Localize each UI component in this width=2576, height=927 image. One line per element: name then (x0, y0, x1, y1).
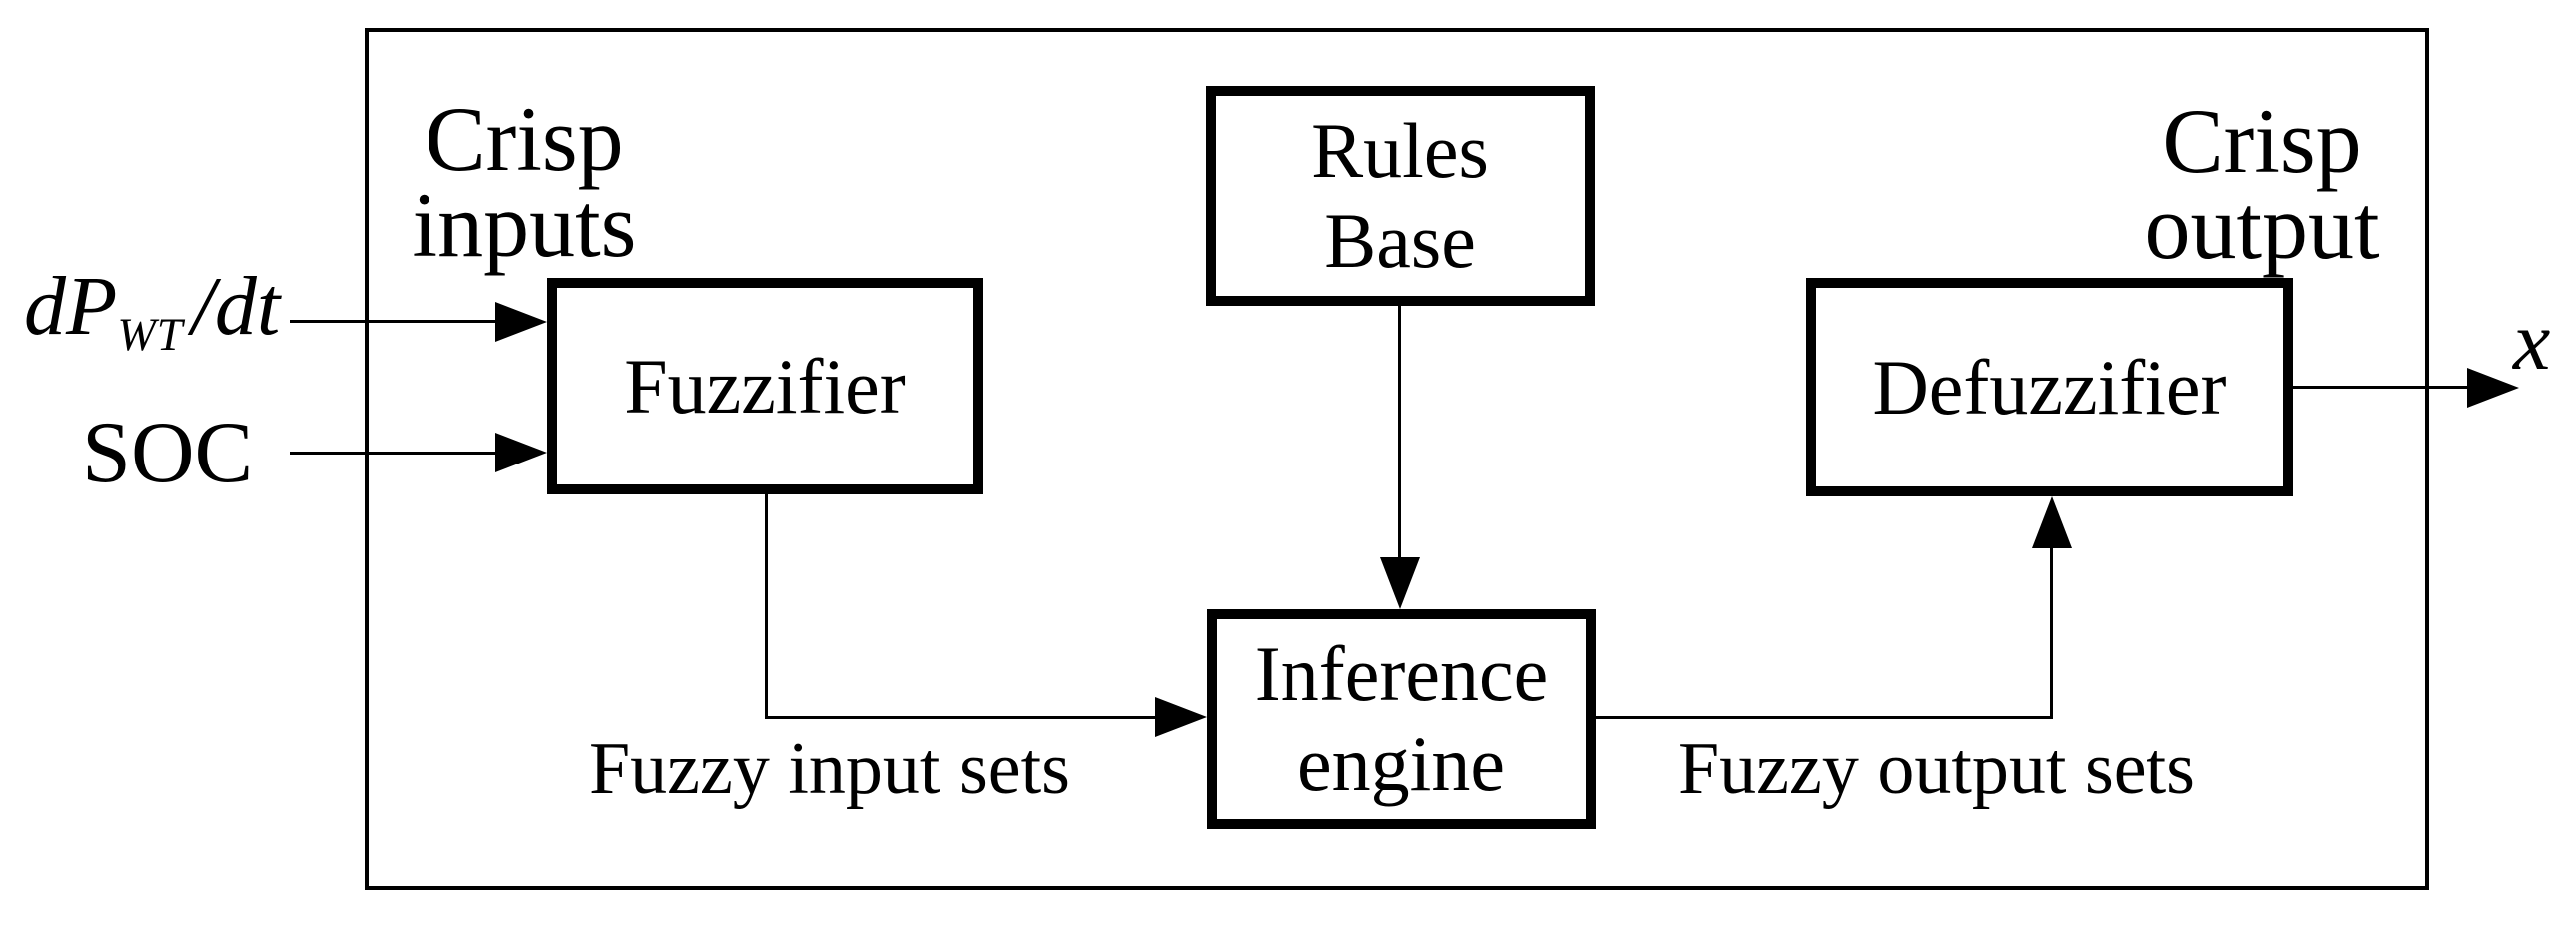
defuzzifier-output-line (2293, 386, 2469, 389)
fuzzy-output-sets-label: Fuzzy output sets (1678, 728, 2195, 810)
inference-engine-box: Inference engine (1207, 609, 1596, 829)
dpwt-arrowhead (495, 302, 547, 342)
rulesbase-to-inference-arrowhead (1380, 557, 1420, 609)
fuzzy-input-sets-label: Fuzzy input sets (589, 728, 1070, 810)
rules-base-line2: Base (1324, 197, 1476, 284)
fuzzifier-to-inference-arrowhead (1155, 697, 1207, 737)
fuzzifier-to-inference-hline (765, 716, 1157, 719)
fuzzifier-to-inference-vline (765, 494, 768, 719)
input-soc-label: SOC (82, 405, 254, 501)
crisp-inputs-line2: inputs (412, 174, 637, 276)
dpwt-main: dP (24, 260, 118, 353)
defuzzifier-label: Defuzzifier (1872, 343, 2227, 431)
rules-base-line1: Rules (1311, 107, 1489, 194)
dpwt-arrow-line (290, 320, 497, 323)
inference-engine-line2: engine (1297, 720, 1505, 807)
crisp-inputs-label: Crisp inputs (360, 88, 689, 276)
crisp-output-line2: output (2145, 176, 2380, 278)
inference-to-defuzzifier-vline (2050, 546, 2053, 719)
inference-to-defuzzifier-arrowhead (2032, 496, 2072, 548)
input-dpwt-dt-label: dPWT/dt (24, 258, 280, 361)
rules-base-box: Rules Base (1206, 86, 1595, 306)
output-x-label: x (2513, 295, 2551, 388)
controller-outer-border (365, 28, 2429, 890)
dpwt-subscript: WT (117, 309, 184, 361)
crisp-output-line1: Crisp (2162, 90, 2362, 192)
dpwt-rest: /dt (191, 260, 281, 353)
rulesbase-to-inference-vline (1398, 306, 1401, 559)
soc-arrowhead (495, 433, 547, 472)
crisp-inputs-line1: Crisp (425, 88, 624, 190)
inference-to-defuzzifier-hline (1595, 716, 2053, 719)
crisp-output-label: Crisp output (2103, 90, 2422, 278)
soc-arrow-line (290, 452, 497, 455)
inference-engine-line1: Inference (1254, 630, 1549, 717)
defuzzifier-box: Defuzzifier (1806, 278, 2293, 496)
fuzzifier-box: Fuzzifier (547, 278, 983, 494)
fuzzifier-label: Fuzzifier (624, 342, 906, 430)
defuzzifier-output-arrowhead (2467, 368, 2519, 408)
